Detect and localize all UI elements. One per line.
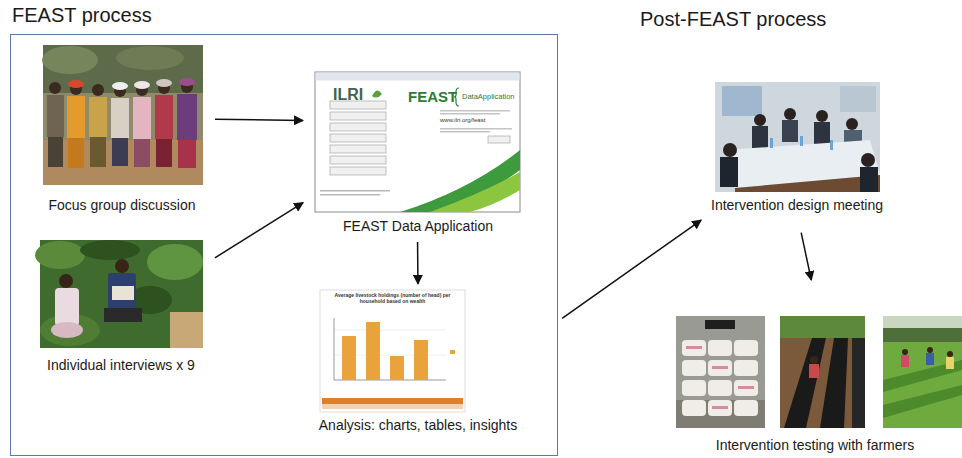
app-logo-subtext: DataApplication [462, 93, 515, 102]
picture-node: Individual interviews x 9 [40, 240, 203, 373]
photo-caption: Intervention design meeting [711, 197, 883, 213]
picture-node: Analysis: charts, tables, insights [319, 290, 517, 433]
section-heading: Post-FEAST process [640, 8, 826, 31]
flow-arrow [215, 203, 303, 258]
process-frame: FEAST processFocus group discussionIndiv… [10, 4, 558, 456]
photo-caption: Analysis: charts, tables, insights [319, 417, 517, 433]
url-text: www.ilri.org/feast [440, 117, 485, 124]
interview-photo [35, 240, 203, 348]
focus-group-photo [42, 45, 203, 185]
photo-caption: Focus group discussion [48, 197, 195, 213]
flow-arrow [215, 119, 303, 120]
flow-arrow [562, 220, 701, 318]
testing-photos [676, 316, 962, 428]
picture-node: Intervention design meeting [711, 82, 883, 213]
app-logo-text: FEAST [408, 88, 457, 105]
photo-caption: FEAST Data Application [343, 218, 493, 234]
picture-node: Intervention testing with farmers [676, 316, 962, 453]
photo-caption: Intervention testing with farmers [716, 437, 914, 453]
flow-arrow [417, 242, 419, 284]
flow-arrow [801, 233, 811, 280]
bar-chart-thumbnail [320, 290, 465, 412]
frame-heading: FEAST process [12, 4, 152, 27]
logo-text: ILRI [333, 86, 363, 104]
meeting-photo [715, 82, 880, 192]
photo-caption: Individual interviews x 9 [47, 357, 195, 373]
app-screenshot [315, 72, 520, 212]
chart-title: Average livestock holdings (number of he… [326, 293, 459, 305]
picture-node: Focus group discussion [43, 45, 203, 213]
